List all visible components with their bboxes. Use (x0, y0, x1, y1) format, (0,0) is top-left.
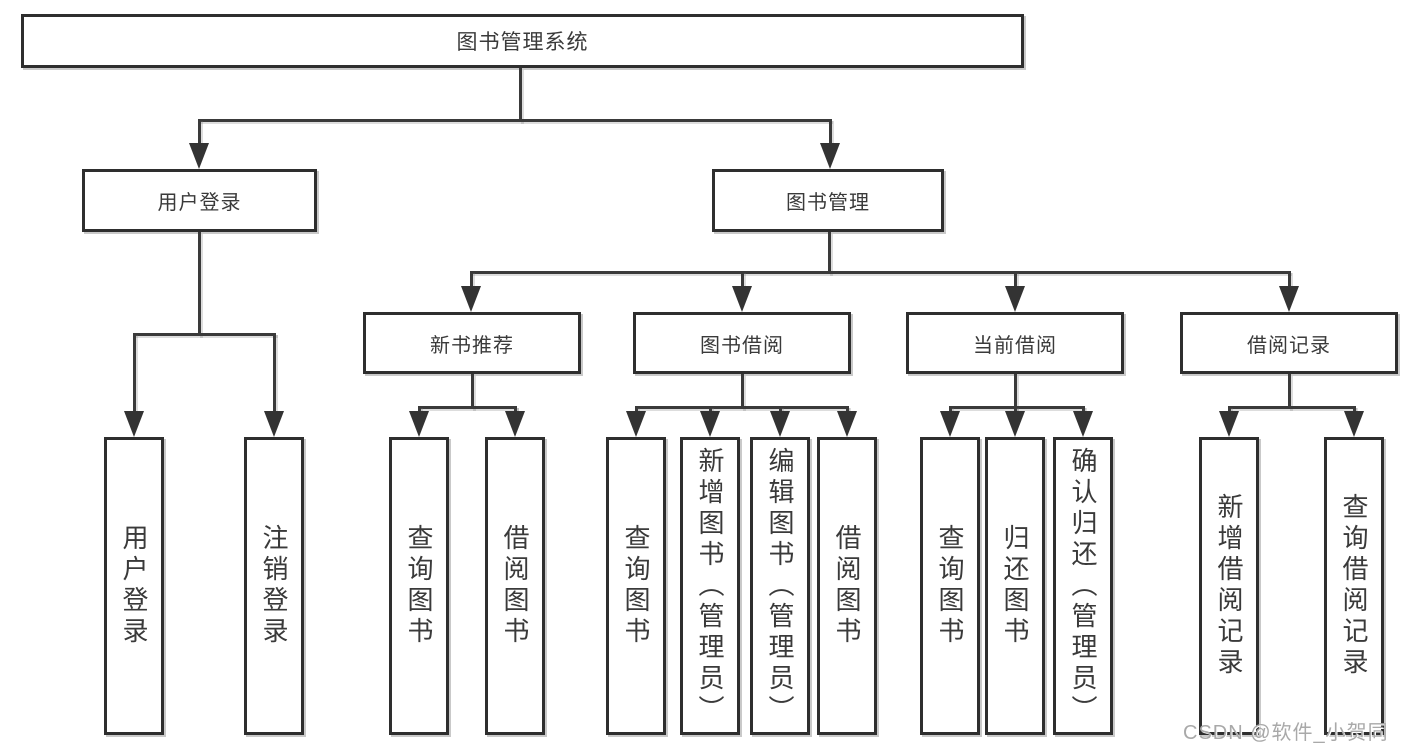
arrow-down-icon (626, 411, 646, 437)
arrow-down-icon (505, 411, 525, 437)
leaf-edit-book-admin: 编辑图书（管理员） (750, 437, 810, 735)
connector-line (829, 119, 832, 149)
arrow-down-icon (461, 286, 481, 312)
node-label: 用户登录 (157, 192, 242, 214)
leaf-query-books-current: 查询图书 (920, 437, 980, 735)
connector-line (1014, 271, 1017, 289)
connector-line (198, 232, 201, 336)
leaf-user-login: 用户登录 (104, 437, 164, 735)
arrow-down-icon (837, 411, 857, 437)
leaf-label: 查询图书 (621, 524, 651, 648)
arrow-down-icon (1005, 411, 1025, 437)
arrow-down-icon (124, 411, 144, 437)
leaf-borrow-books-recommend: 借阅图书 (485, 437, 545, 735)
arrow-down-icon (264, 411, 284, 437)
leaf-label: 新增图书（管理员） (695, 446, 725, 726)
connector-line (1288, 374, 1291, 409)
node-label: 图书借阅 (700, 334, 784, 357)
leaf-label: 编辑图书（管理员） (765, 446, 795, 726)
leaf-label: 新增借阅记录 (1214, 493, 1244, 679)
node-root: 图书管理系统 (21, 14, 1024, 68)
connector-line (198, 119, 201, 149)
leaf-logout: 注销登录 (244, 437, 304, 735)
connector-line (1082, 406, 1085, 414)
leaf-add-book-admin: 新增图书（管理员） (680, 437, 740, 735)
node-label: 借阅记录 (1247, 334, 1331, 357)
leaf-label: 确认归还（管理员） (1068, 446, 1098, 726)
connector-line (418, 406, 421, 414)
leaf-borrow-books-borrowing: 借阅图书 (817, 437, 877, 735)
leaf-label: 归还图书 (1000, 524, 1030, 648)
connector-line (779, 406, 782, 414)
connector-line (519, 68, 522, 122)
arrow-down-icon (1073, 411, 1093, 437)
arrow-down-icon (940, 411, 960, 437)
node-current-borrowing: 当前借阅 (906, 312, 1124, 374)
connector-line (741, 374, 744, 409)
connector-line (709, 406, 712, 414)
connector-line (741, 271, 744, 289)
connector-line (635, 406, 638, 414)
arrow-down-icon (1219, 411, 1239, 437)
connector-line (1014, 406, 1017, 414)
connector-line (133, 333, 276, 336)
node-label: 图书管理 (786, 192, 870, 214)
node-book-borrowing: 图书借阅 (633, 312, 851, 374)
arrow-down-icon (409, 411, 429, 437)
leaf-query-books-borrowing: 查询图书 (606, 437, 666, 735)
connector-line (470, 271, 1290, 274)
node-label: 新书推荐 (430, 334, 514, 357)
connector-line (198, 119, 831, 122)
connector-line (1353, 406, 1356, 414)
leaf-label: 查询图书 (935, 524, 965, 648)
leaf-label: 查询图书 (404, 524, 434, 648)
connector-line (1228, 406, 1355, 409)
arrow-down-icon (770, 411, 790, 437)
connector-line (1014, 374, 1017, 409)
connector-line (514, 406, 517, 414)
node-label: 当前借阅 (973, 334, 1057, 357)
leaf-label: 借阅图书 (832, 524, 862, 648)
leaf-query-books-recommend: 查询图书 (389, 437, 449, 735)
leaf-add-borrow-record: 新增借阅记录 (1199, 437, 1259, 735)
connector-line (1228, 406, 1231, 414)
connector-line (273, 333, 276, 415)
leaf-return-books: 归还图书 (985, 437, 1045, 735)
node-book-management: 图书管理 (712, 169, 944, 232)
connector-line (133, 333, 136, 415)
arrow-down-icon (1279, 286, 1299, 312)
csdn-watermark: CSDN @软件_小贺同学 (1183, 722, 1389, 744)
arrow-down-icon (820, 143, 840, 169)
connector-line (828, 232, 831, 274)
connector-line (1288, 271, 1291, 289)
arrow-down-icon (1005, 286, 1025, 312)
node-user-login: 用户登录 (82, 169, 317, 232)
leaf-label: 查询借阅记录 (1339, 493, 1369, 679)
leaf-confirm-return-admin: 确认归还（管理员） (1053, 437, 1113, 735)
arrow-down-icon (189, 143, 209, 169)
connector-line (418, 406, 517, 409)
arrow-down-icon (1344, 411, 1364, 437)
node-root-label: 图书管理系统 (456, 31, 589, 54)
node-new-book-recommendation: 新书推荐 (363, 312, 581, 374)
leaf-label: 用户登录 (119, 524, 149, 648)
connector-line (470, 271, 473, 289)
connector-line (635, 406, 848, 409)
connector-line (471, 374, 474, 409)
arrow-down-icon (700, 411, 720, 437)
leaf-label: 注销登录 (259, 524, 289, 648)
leaf-label: 借阅图书 (500, 524, 530, 648)
connector-line (846, 406, 849, 414)
leaf-query-borrow-record: 查询借阅记录 (1324, 437, 1384, 735)
arrow-down-icon (732, 286, 752, 312)
node-borrowing-records: 借阅记录 (1180, 312, 1398, 374)
connector-line (949, 406, 952, 414)
